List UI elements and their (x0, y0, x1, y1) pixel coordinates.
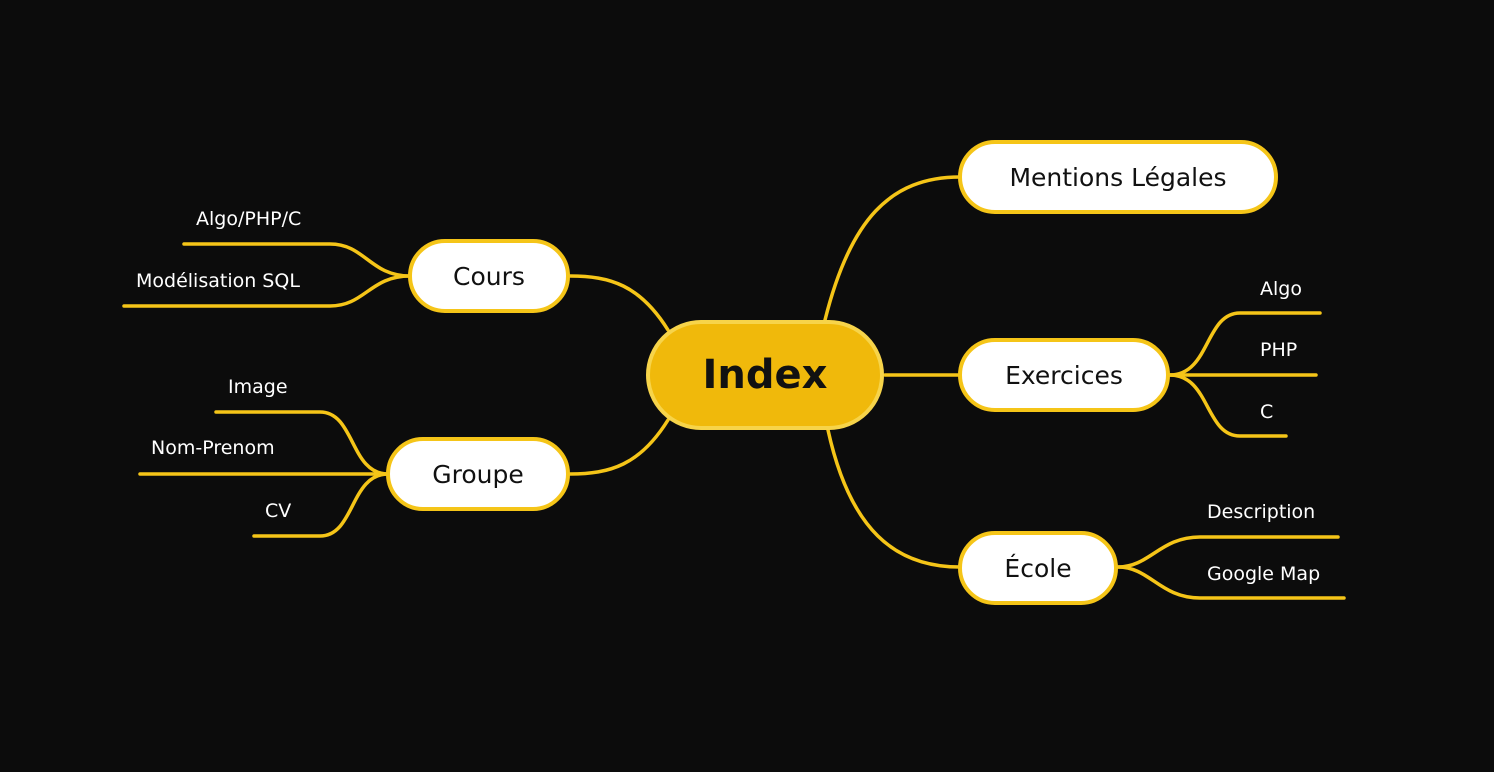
link-groupe-image (214, 410, 390, 476)
link-exercices-c (1168, 373, 1288, 438)
link-root-groupe (568, 418, 670, 476)
root-node-index[interactable]: Index (646, 320, 884, 430)
link-root-cours (568, 274, 670, 332)
link-root-mentions (823, 175, 962, 322)
branch-label: Mentions Légales (1009, 162, 1227, 192)
branch-node-cours[interactable]: Cours (408, 239, 570, 313)
leaf-algo[interactable]: Algo (1260, 278, 1302, 300)
branch-label: Cours (453, 261, 525, 291)
leaf-nom-prenom[interactable]: Nom-Prenom (151, 437, 275, 459)
leaf-google-map[interactable]: Google Map (1207, 563, 1321, 585)
link-ecole-description (1116, 535, 1340, 569)
branch-label: Exercices (1005, 360, 1123, 390)
leaf-php[interactable]: PHP (1260, 339, 1298, 361)
branch-node-mentions-legales[interactable]: Mentions Légales (958, 140, 1278, 214)
link-cours-algo (182, 242, 412, 278)
leaf-algo-php-c[interactable]: Algo/PHP/C (196, 208, 302, 230)
branch-label: École (1004, 553, 1072, 583)
leaf-description[interactable]: Description (1207, 501, 1316, 523)
link-root-ecole (826, 428, 962, 569)
branch-node-exercices[interactable]: Exercices (958, 338, 1170, 412)
link-exercices-algo (1168, 311, 1322, 377)
leaf-image[interactable]: Image (228, 376, 288, 398)
branch-node-groupe[interactable]: Groupe (386, 437, 570, 511)
link-groupe-cv (252, 472, 390, 538)
link-ecole-googlemap (1116, 565, 1346, 600)
root-label: Index (702, 352, 828, 398)
leaf-cv[interactable]: CV (265, 500, 292, 522)
link-cours-sql (122, 274, 412, 308)
leaf-modelisation-sql[interactable]: Modélisation SQL (136, 270, 300, 292)
leaf-c[interactable]: C (1260, 401, 1274, 423)
branch-label: Groupe (432, 459, 524, 489)
branch-node-ecole[interactable]: École (958, 531, 1118, 605)
